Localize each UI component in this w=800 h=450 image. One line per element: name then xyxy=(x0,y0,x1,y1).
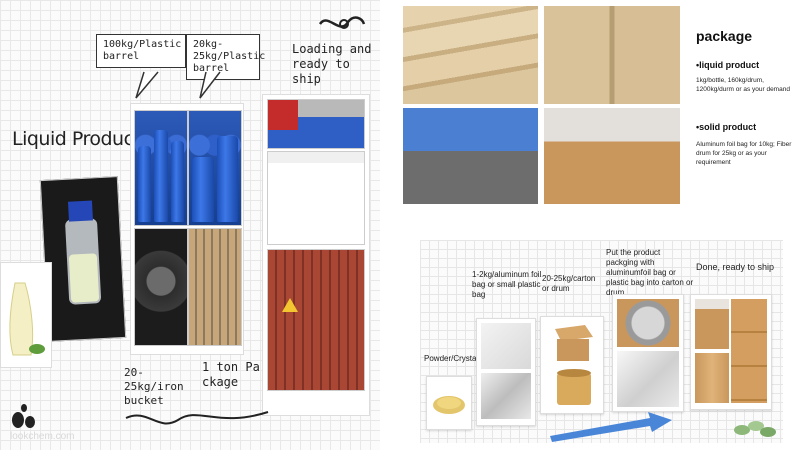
step4-text: Done, ready to ship xyxy=(696,262,775,272)
step3-text: Put the product packging with aluminumfo… xyxy=(606,248,694,297)
step1-text: 1-2kg/aluminum foil bag or small plastic… xyxy=(472,270,542,299)
bottle-photo xyxy=(39,176,127,342)
liquid-product-title: Liquid Product xyxy=(12,128,141,150)
bubble-tails xyxy=(135,71,221,99)
loading-photo-frame xyxy=(262,94,370,416)
bubble-20kg: 20kg-25kg/Plastic barrel xyxy=(186,34,265,80)
plastic-barrel-25kg-photo xyxy=(188,110,242,226)
ton-package-photo xyxy=(188,228,242,346)
step2-text: 20-25kg/carton or drum xyxy=(542,274,596,293)
bags-photo xyxy=(403,6,538,104)
carton-drum-photo xyxy=(540,316,604,414)
solid-product-heading: •solid product xyxy=(696,122,757,132)
ton-package-caption: 1 ton Pa ckage xyxy=(202,360,260,389)
ready-to-ship-photo xyxy=(690,294,772,410)
bubble-100kg: 100kg/Plastic barrel xyxy=(96,34,186,68)
powder-photo xyxy=(426,376,472,430)
fiber-drums xyxy=(695,353,729,403)
plastic-bag xyxy=(481,323,531,369)
glass-bottle-icon xyxy=(65,200,102,305)
cartons-photo xyxy=(544,108,680,204)
foil-in-carton xyxy=(617,299,679,347)
scribble-decoration xyxy=(318,16,366,29)
loading-caption: Loading and ready to ship xyxy=(292,42,372,86)
liquid-product-panel: Liquid Product 100kg/Plastic barrel 20kg… xyxy=(0,0,380,450)
solid-product-text: Aluminum foil bag for 10kg; Fiber drum f… xyxy=(696,141,792,166)
drum-photo-grid xyxy=(130,103,244,355)
liquid-product-text: 1kg/bottle, 160kg/drum, 1200kg/durm or a… xyxy=(696,77,790,93)
packed-carton-photo xyxy=(612,294,684,412)
red-truck xyxy=(268,100,298,130)
cartons-stack-small xyxy=(695,299,729,349)
package-title: package xyxy=(696,28,753,44)
scribble-underline xyxy=(125,411,269,425)
blue-drums-warehouse-photo xyxy=(267,151,365,245)
process-panel: 1-2kg/aluminum foil bag or small plastic… xyxy=(420,240,783,443)
aluminum-foil-bag xyxy=(481,373,531,419)
iron-bucket-photo xyxy=(134,228,188,346)
powder-dish-icon xyxy=(433,396,465,414)
oil-vase-icon xyxy=(9,282,45,356)
oil-vase-photo xyxy=(0,262,52,368)
leaf-decoration-icon xyxy=(734,421,776,437)
cartons-stack-tall xyxy=(731,299,767,403)
container-photo xyxy=(267,249,365,391)
carton-drum-icon xyxy=(555,325,593,405)
process-arrow-icon xyxy=(550,412,672,442)
wooden-crate-photo xyxy=(544,6,680,104)
truck-loading-photo xyxy=(267,99,365,149)
watermark: lookchem.com xyxy=(10,431,75,442)
powder-crystal-label: Powder/Crystal xyxy=(424,354,479,363)
liquid-product-heading: •liquid product xyxy=(696,60,760,70)
bag-in-drum xyxy=(617,351,679,407)
warning-label-icon xyxy=(282,298,298,312)
package-panel: package •liquid product 1kg/bottle, 160k… xyxy=(400,0,800,210)
footprint-icon xyxy=(12,404,35,428)
plastic-barrel-100kg-photo xyxy=(134,110,188,226)
iron-bucket-caption: 20-25kg/iron bucket xyxy=(124,366,184,407)
drum-yard-photo xyxy=(403,108,538,204)
foil-bag-photo xyxy=(476,318,536,426)
